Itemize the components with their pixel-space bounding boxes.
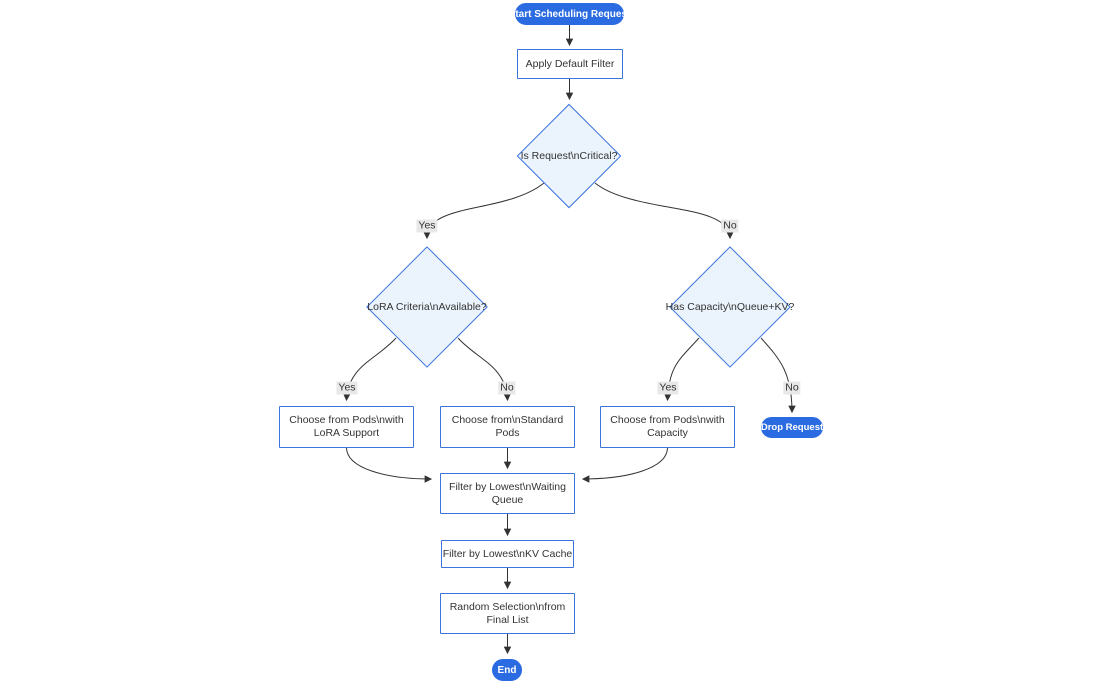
node-label-line: Final List: [486, 613, 529, 626]
edge-label-capacity-yes: Yes: [657, 381, 679, 395]
edge-critical-yes: [423, 182, 545, 240]
node-label-line: Random Selection\nfrom: [449, 600, 566, 613]
node-apply-default-filter: Apply Default Filter: [517, 49, 623, 79]
edge-label-lora-no: No: [498, 381, 516, 395]
node-random-selection-final-list: Random Selection\nfrom Final List: [440, 593, 575, 634]
node-label: End: [497, 664, 517, 676]
node-label: Start Scheduling Request: [508, 8, 631, 20]
edge-label-capacity-no: No: [783, 381, 801, 395]
node-label-line: Capacity: [647, 427, 688, 439]
node-label: Drop Request: [760, 422, 824, 433]
node-label-line: Queue: [491, 493, 524, 506]
node-is-request-critical-label: Is Request\nCritical?: [520, 150, 618, 162]
node-label-line: LoRA Support: [313, 427, 380, 439]
node-label-line: Choose from\nStandard: [451, 414, 564, 426]
edge-capacity-to-wq: [581, 447, 668, 483]
node-lora-criteria-available-label: LoRA Criteria\nAvailable?: [367, 301, 487, 313]
node-filter-lowest-kv-cache: Filter by Lowest\nKV Cache: [441, 540, 574, 568]
node-label: Apply Default Filter: [525, 57, 615, 70]
node-label-line: Filter by Lowest\nWaiting: [449, 480, 566, 493]
edge-critical-no: [594, 182, 734, 240]
edge-label-critical-yes: Yes: [416, 219, 438, 233]
node-label-line: Choose from Pods\nwith: [610, 414, 725, 426]
node-drop-request: Drop Request: [761, 417, 823, 438]
node-label-line: Pods: [495, 427, 520, 439]
node-filter-lowest-waiting-queue: Filter by Lowest\nWaiting Queue: [440, 473, 575, 514]
edge-capacity-no: [760, 337, 796, 414]
node-choose-pods-lora-support: Choose from Pods\nwith LoRA Support: [279, 406, 414, 448]
node-end: End: [492, 659, 522, 681]
node-has-capacity-queue-kv-label: Has Capacity\nQueue+KV?: [665, 301, 795, 313]
node-choose-standard-pods: Choose from\nStandard Pods: [440, 406, 575, 448]
edge-lora-to-wq: [346, 447, 433, 483]
edge-label-lora-yes: Yes: [336, 381, 358, 395]
edge-label-critical-no: No: [721, 219, 739, 233]
node-label-line: Choose from Pods\nwith: [289, 414, 404, 426]
node-label: Filter by Lowest\nKV Cache: [442, 547, 573, 560]
node-choose-pods-capacity: Choose from Pods\nwith Capacity: [600, 406, 735, 448]
node-start-scheduling-request: Start Scheduling Request: [509, 3, 630, 25]
